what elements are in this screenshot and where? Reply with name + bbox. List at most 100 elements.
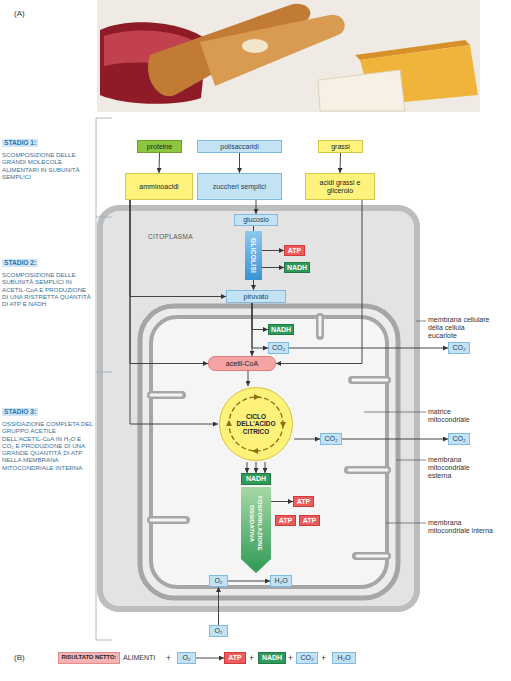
molecule-box: CO₂: [320, 433, 342, 445]
node-text: H₂O: [274, 577, 287, 585]
node-text: ATP: [297, 498, 310, 506]
nadh-box: NADH: [268, 324, 294, 335]
stage-heading: STADIO 2:: [2, 259, 38, 267]
equation-box: CO₂: [296, 652, 318, 664]
stage-description: STADIO 1:SCOMPOSIZIONE DELLE GRANDI MOLE…: [2, 131, 94, 180]
panel-letter: (A): [14, 8, 25, 20]
stage-text: SCOMPOSIZIONE DELLE SUBUNITÀ SEMPLICI IN…: [2, 271, 94, 307]
nadh-box: NADH: [284, 262, 310, 273]
molecule-box: CO₂: [448, 433, 470, 445]
connector-arrow: [248, 371, 249, 386]
node-text: CO₂: [324, 435, 337, 443]
result-box: RISULTATO NETTO:: [58, 652, 120, 664]
node-text: FOSFORILAZIONE OSSIDATIVA: [248, 490, 263, 556]
molecule-box: H₂O: [270, 575, 292, 587]
connector-arrow: [265, 462, 266, 473]
connector-arrow: [340, 153, 342, 173]
equation-operator: +: [166, 652, 171, 664]
cycle-arrowheads: [226, 394, 286, 454]
callout-label: membrana cellulare della cellula eucario…: [428, 316, 490, 340]
node-text: CO₂: [452, 344, 465, 352]
connector-arrow: [228, 581, 270, 582]
molecule-box: CO₂: [268, 342, 289, 354]
connector-arrow: [289, 348, 448, 349]
brie-illustration: [318, 70, 405, 111]
node-text: O₂: [214, 577, 222, 585]
node-text: CO₂: [452, 435, 465, 443]
cycle-circle: CICLO DELL'ACIDO CITRICO: [218, 386, 294, 462]
atp-box: ATP: [284, 245, 305, 256]
connector-arrow: [196, 658, 224, 659]
molecule-box: O₂: [209, 625, 228, 637]
subunit-box: acidi grassi e glicerolo: [305, 173, 375, 200]
equation-operator: +: [288, 652, 293, 664]
panel-letter: (B): [14, 652, 25, 664]
photo-background: [97, 0, 480, 112]
bread-crumb: [242, 39, 268, 53]
connector-arrow: [294, 439, 320, 440]
connector-arrow: [256, 462, 257, 473]
connector-arrow: [247, 462, 248, 473]
connector-arrow: [252, 303, 268, 330]
callout-label: membrana mitocondriale esterna: [428, 456, 494, 480]
stage-description: STADIO 2: SCOMPOSIZIONE DELLE SUBUNITÀ SE…: [2, 251, 94, 307]
stage-text: OSSIDAZIONE COMPLETA DEL GRUPPO ACETILE …: [2, 420, 94, 471]
node-text: zuccheri semplici: [213, 183, 266, 191]
connector-arrow: [159, 153, 161, 173]
node-text: NADH: [271, 326, 291, 334]
connector-arrow: [342, 439, 448, 440]
connector-arrow: [271, 501, 293, 502]
node-text: acidi grassi e glicerolo: [306, 179, 374, 194]
molecule-box: CO₂: [448, 342, 470, 354]
mitochondrion-outer-membrane: [140, 306, 398, 598]
node-text: ATP: [303, 517, 316, 525]
food-class-box: proteine: [137, 140, 182, 153]
molecule-box: piruvato: [226, 290, 286, 303]
node-text: CITOPLASMA: [148, 233, 193, 240]
connector-arrow: [252, 303, 253, 356]
food-class-box: grassi: [318, 140, 363, 153]
pathway-band: FOSFORILAZIONE OSSIDATIVA: [241, 487, 271, 573]
atp-box: ATP: [293, 496, 314, 507]
equation-box: NADH: [258, 652, 286, 664]
node-text: ATP: [279, 517, 292, 525]
callout-label: matrice mitocondriale: [428, 408, 488, 424]
pathway-band: GLICOLISI: [245, 231, 262, 280]
stage-description: STADIO 3: OSSIDAZIONE COMPLETA DEL GRUPPO…: [2, 400, 94, 471]
node-text: ATP: [228, 654, 241, 662]
equation-box: ATP: [224, 652, 246, 664]
equation-box: O₂: [177, 652, 196, 664]
equation-term: ALIMENTI: [123, 652, 155, 664]
atp-box: ATP: [275, 515, 296, 526]
cycle-fill: [220, 388, 293, 461]
band-arrow: [241, 487, 271, 573]
node-text: NADH: [262, 654, 282, 662]
mitochondrion-inner-membrane: [151, 317, 387, 587]
atp-box: ATP: [299, 515, 320, 526]
nadh-box: NADH: [241, 473, 271, 485]
connector-arrow: [239, 153, 240, 173]
node-text: H₂O: [337, 654, 350, 662]
molecule-box: acetil-CoA: [208, 356, 276, 371]
node-text: proteine: [147, 143, 172, 151]
callout-label: membrana mitocondriale interna: [428, 519, 494, 535]
equation-box: H₂O: [332, 652, 356, 664]
molecule-box: glucosio: [234, 214, 278, 226]
stage-heading: STADIO 3:: [2, 408, 38, 416]
node-text: CO₂: [272, 344, 285, 352]
equation-operator: +: [249, 652, 254, 664]
stage-text: SCOMPOSIZIONE DELLE GRANDI MOLECOLE ALIM…: [2, 151, 94, 180]
food-class-box: polisaccaridi: [197, 140, 282, 153]
molecule-box: O₂: [209, 575, 228, 587]
node-text: O₂: [214, 627, 222, 635]
cycle-dashed-ring: [229, 397, 283, 451]
node-text: RISULTATO NETTO:: [62, 654, 117, 662]
node-text: NADH: [246, 475, 266, 483]
node-text: glucosio: [243, 216, 269, 224]
bread-illustration: [200, 15, 345, 86]
node-text: GLICOLISI: [250, 238, 257, 273]
node-text: polisaccaridi: [220, 143, 259, 151]
node-text: O₂: [182, 654, 190, 662]
